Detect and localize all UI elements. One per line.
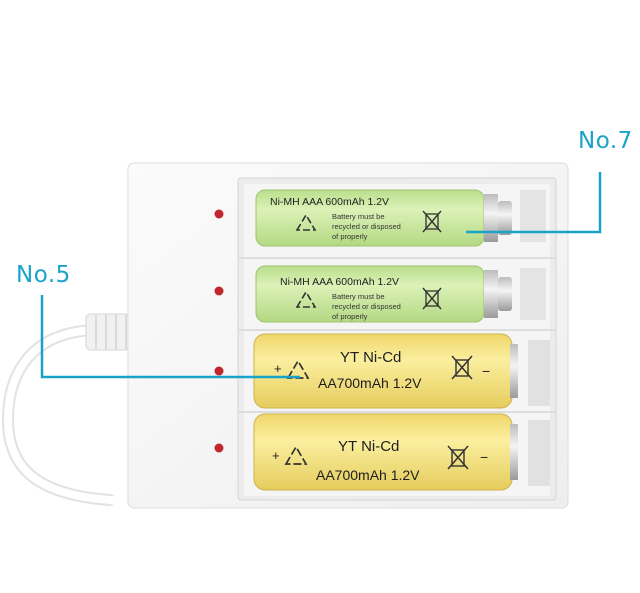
aa-1-spec: AA700mAh 1.2V (318, 375, 422, 391)
crossed-bin-icon (422, 210, 442, 233)
crossed-bin-icon (451, 355, 473, 380)
aaa-2-line2: Battery must be (332, 292, 385, 301)
led-indicator-3 (214, 366, 224, 376)
aaa-1-line4: of properly (332, 232, 368, 241)
aa-2-plus: + (272, 448, 280, 463)
aaa-2-line1: Ni-MH AAA 600mAh 1.2V (280, 276, 399, 288)
aaa-1-line3: recycled or disposed (332, 222, 401, 231)
battery-aa-1: YT Ni-Cd AA700mAh 1.2V + − (253, 333, 518, 409)
crossed-bin-icon (447, 445, 469, 470)
callout-label-no5: No.5 (16, 262, 71, 288)
callout-line-no5 (40, 295, 300, 379)
led-indicator-4 (214, 443, 224, 453)
recycle-icon (284, 445, 308, 465)
crossed-bin-icon (422, 287, 442, 310)
recycle-icon (295, 213, 317, 231)
cable-strain-relief (85, 313, 135, 351)
aaa-1-line2: Battery must be (332, 212, 385, 221)
aa-2-brand: YT Ni-Cd (338, 438, 399, 455)
battery-aa-2: YT Ni-Cd AA700mAh 1.2V + − (253, 413, 518, 491)
callout-line-no7 (466, 172, 602, 234)
aa-1-brand: YT Ni-Cd (340, 349, 401, 366)
battery-aaa-2: Ni-MH AAA 600mAh 1.2V Battery must be re… (255, 265, 512, 323)
aaa-1-line1: Ni-MH AAA 600mAh 1.2V (270, 196, 389, 208)
led-indicator-1 (214, 209, 224, 219)
aaa-2-line4: of properly (332, 312, 368, 321)
aaa-2-line3: recycled or disposed (332, 302, 401, 311)
aa-2-spec: AA700mAh 1.2V (316, 467, 420, 483)
recycle-icon (295, 290, 317, 308)
aa-1-plus: + (274, 361, 282, 376)
led-indicator-2 (214, 286, 224, 296)
aa-2-minus: − (480, 449, 488, 465)
battery-aaa-1: Ni-MH AAA 600mAh 1.2V Battery must be re… (255, 189, 512, 247)
aa-1-minus: − (482, 363, 490, 379)
callout-label-no7: No.7 (578, 128, 633, 154)
